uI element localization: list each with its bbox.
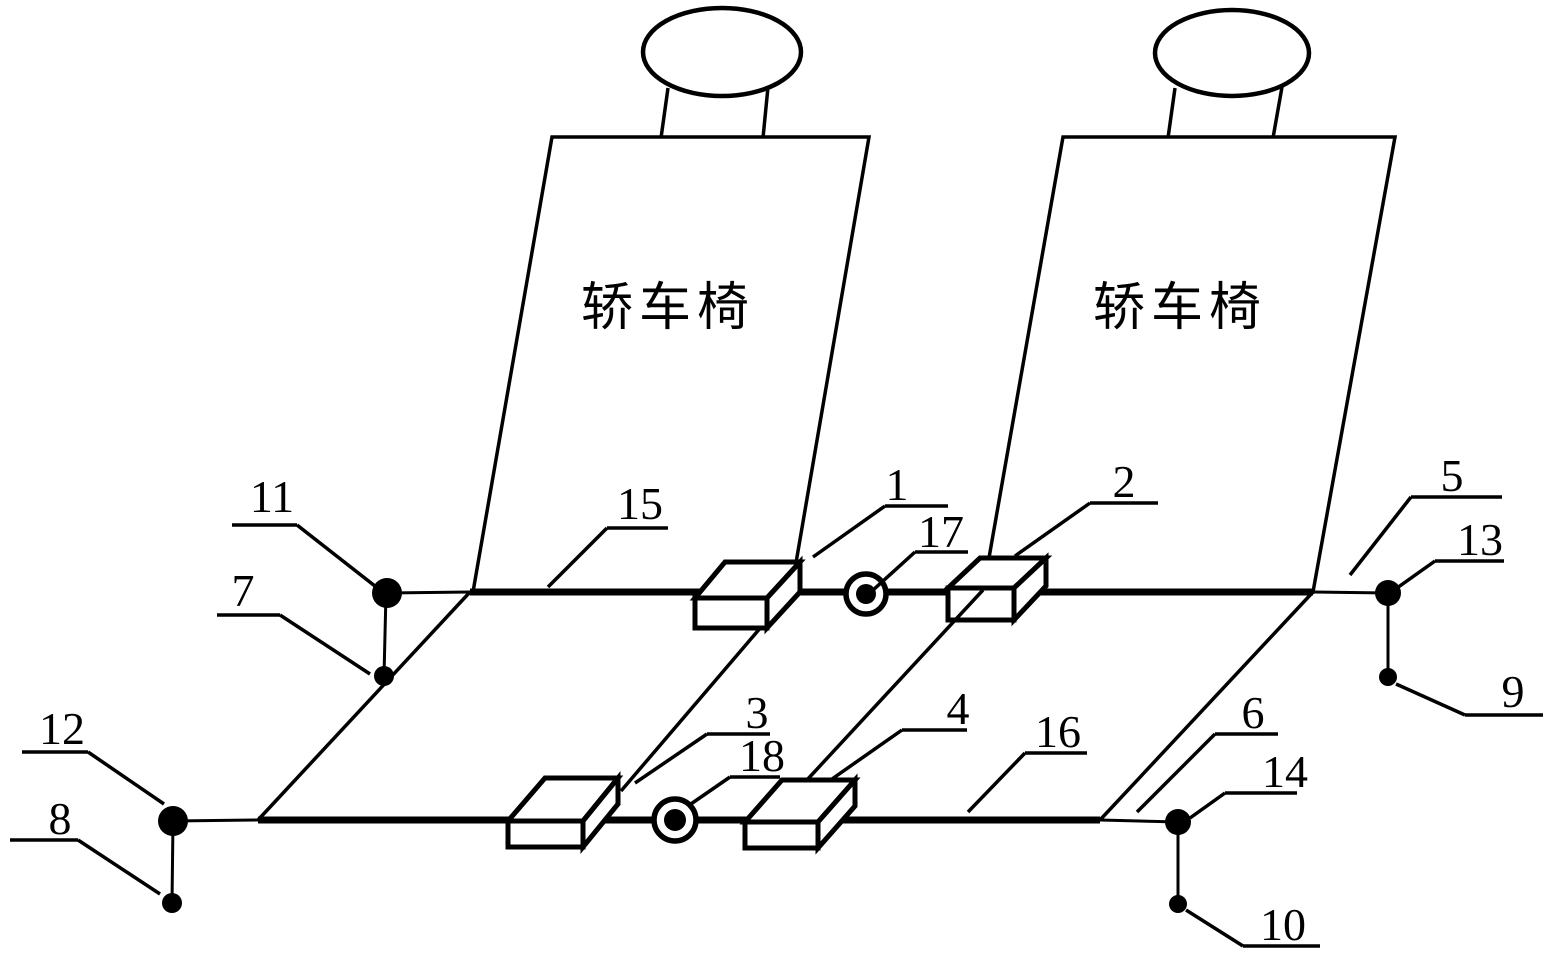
anchor-upper-right-foot-dot (1379, 668, 1397, 686)
anchor-lower-right (1165, 809, 1191, 913)
ref-label-12-leader (87, 750, 165, 806)
ref-label-5: 5 (1348, 450, 1502, 577)
ref-label-14: 14 (1188, 746, 1308, 820)
anchor-lower-left (158, 806, 188, 913)
slider-box-3 (502, 770, 624, 855)
slider-box-2 (941, 552, 1053, 627)
floor-edge-left (256, 590, 472, 822)
ring-marker-18-inner (664, 809, 686, 831)
ref-label-18-leader (687, 775, 731, 808)
seat-1-headrest-icon (640, 5, 804, 99)
ref-label-6: 6 (1135, 687, 1278, 814)
ref-label-4-leader (830, 728, 904, 781)
ref-label-17-leader (870, 550, 917, 593)
rail-ext-lower-right (1099, 818, 1179, 824)
seat-2-headrest-stem-2 (1271, 86, 1284, 139)
anchor-upper-left-dot (372, 578, 402, 608)
ref-label-13: 13 (1395, 514, 1504, 590)
seat-2-headrest-stem-1 (1166, 87, 1177, 139)
floor-edge-right (1098, 590, 1315, 822)
ref-label-14-text: 14 (1262, 746, 1308, 797)
anchor-lower-left-foot-dot (162, 893, 182, 913)
slider-box-3-front-face (505, 818, 586, 850)
ref-label-12-text: 12 (39, 703, 85, 754)
slider-box-4 (739, 773, 861, 855)
ref-label-10-leader (1185, 908, 1244, 948)
ref-label-11-text: 11 (250, 471, 294, 522)
ref-label-9: 9 (1395, 666, 1543, 717)
seat-2: 轿车椅 (980, 7, 1398, 594)
ref-label-6-text: 6 (1242, 687, 1265, 738)
ref-label-9-leader (1395, 682, 1466, 717)
ring-marker-18 (651, 796, 699, 844)
ref-label-2: 2 (1013, 456, 1158, 558)
ref-label-10-text: 10 (1260, 899, 1306, 950)
slide-link-seat2-to-box4 (804, 588, 985, 783)
ref-label-4: 4 (830, 683, 970, 781)
ref-label-7-text: 7 (232, 565, 255, 616)
ref-label-14-leader (1188, 791, 1227, 820)
ref-label-3-text: 3 (746, 687, 769, 738)
anchor-upper-right-dot (1375, 580, 1401, 606)
seat-1-headrest-stem-1 (659, 87, 670, 139)
anchor-lower-right-foot-dot (1169, 895, 1187, 913)
ref-label-7: 7 (217, 565, 371, 676)
ref-label-8-text: 8 (49, 793, 72, 844)
ref-label-7-leader (279, 613, 371, 676)
ref-label-4-text: 4 (947, 683, 970, 734)
anchor-upper-left-foot-dot (374, 666, 394, 686)
ref-label-5-text: 5 (1441, 450, 1464, 501)
seat-1-label: 轿车椅 (581, 280, 755, 337)
anchor-lower-left-dot (158, 806, 188, 836)
anchor-lower-right-dot (1165, 809, 1191, 835)
ref-label-3: 3 (634, 687, 770, 785)
ref-label-3-leader (634, 732, 708, 785)
ref-label-5-leader (1348, 495, 1413, 577)
ref-label-2-text: 2 (1113, 456, 1136, 507)
slider-box-1-front-face (692, 595, 770, 631)
ref-label-9-text: 9 (1502, 666, 1525, 717)
ref-label-17-text: 17 (918, 506, 964, 557)
ref-label-2-leader (1013, 501, 1092, 558)
ref-label-11-leader (295, 523, 382, 592)
ref-label-1-leader (811, 504, 887, 559)
seat-2-label: 轿车椅 (1093, 280, 1267, 337)
ref-label-11: 11 (232, 471, 382, 592)
ref-label-16: 16 (966, 706, 1087, 814)
slider-box-4-front-face (742, 819, 821, 851)
ring-marker-17 (843, 571, 889, 617)
ref-label-6-leader (1135, 732, 1217, 814)
ref-label-10: 10 (1185, 899, 1320, 950)
ref-label-18: 18 (687, 730, 785, 808)
seat-1-headrest-stem-2 (761, 86, 770, 139)
seat-2-headrest-icon (1152, 7, 1312, 99)
slider-box-1 (689, 555, 806, 635)
ref-label-8-leader (77, 838, 161, 896)
ref-label-15-text: 15 (617, 478, 663, 529)
ring-marker-17-inner (856, 584, 876, 604)
ref-label-13-leader (1395, 559, 1437, 590)
ref-label-13-text: 13 (1457, 514, 1503, 565)
ref-label-15-leader (546, 526, 609, 589)
ref-label-16-leader (966, 751, 1027, 814)
ref-label-12: 12 (22, 703, 165, 806)
anchor-upper-left (372, 578, 402, 686)
ref-label-17: 17 (870, 506, 968, 593)
ref-label-1: 1 (811, 459, 948, 559)
ref-label-15: 15 (546, 478, 668, 589)
ref-label-1-text: 1 (886, 459, 909, 510)
ref-label-16-text: 16 (1035, 706, 1081, 757)
ref-label-18-text: 18 (739, 730, 785, 781)
ref-label-8: 8 (10, 793, 161, 896)
anchor-upper-right (1375, 580, 1401, 686)
